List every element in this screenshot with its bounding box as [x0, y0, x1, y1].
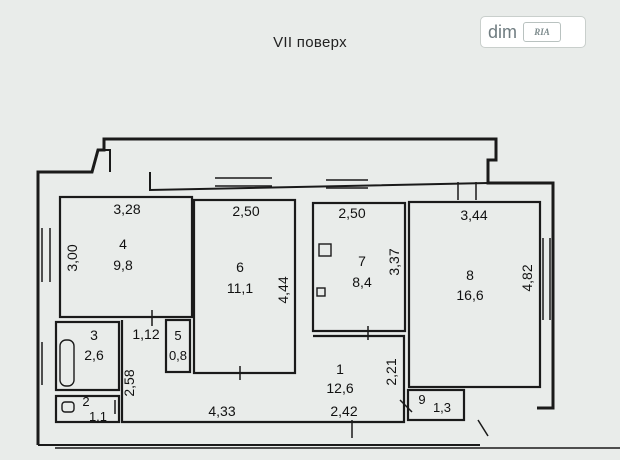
- toilet-icon: [61, 401, 75, 413]
- dim-room-4-height: 3,00: [64, 244, 80, 271]
- room-9-outline: [406, 388, 466, 422]
- dimension-labels: 3,28 2,50 2,50 3,44 3,00 4,44 3,37 4,82 …: [64, 201, 535, 419]
- dim-room-1-width: 2,42: [330, 403, 357, 419]
- room-8-outline: [407, 200, 542, 389]
- room-4-number: 4: [119, 236, 127, 252]
- room-6-number: 6: [236, 259, 244, 275]
- logo-badge: RIA: [523, 22, 562, 42]
- room-5-outline: [164, 318, 192, 374]
- room-2-number: 2: [82, 394, 89, 409]
- room-9-area: 1,3: [433, 400, 451, 415]
- room-2-area: 1,1: [89, 409, 107, 424]
- fixtures: [59, 243, 332, 413]
- room-3-area: 2,6: [84, 347, 104, 363]
- room-1-outline: [120, 320, 406, 424]
- room-8-number: 8: [466, 267, 474, 283]
- floor-title: VII поверх: [273, 34, 347, 51]
- dim-room-6-width: 2,50: [232, 203, 259, 219]
- room-9-number: 9: [418, 392, 425, 407]
- dim-room-7-height: 3,37: [386, 248, 402, 275]
- bathtub-icon: [59, 339, 75, 387]
- outer-walls: [36, 137, 620, 449]
- dim-room-8-height: 4,82: [519, 264, 535, 291]
- room-labels: 4 9,8 6 11,1 7 8,4 8 16,6 3 2,6 5 0,8 1 …: [82, 236, 483, 424]
- logo-text: dim: [488, 21, 518, 42]
- dim-hall-height: 2,58: [121, 369, 137, 396]
- windows: [41, 177, 551, 385]
- dim-room-7-width: 2,50: [338, 205, 365, 221]
- dim-room-4-width: 3,28: [113, 201, 140, 217]
- room-5-area: 0,8: [169, 348, 187, 363]
- room-3-number: 3: [90, 327, 98, 343]
- dim-room-1-height: 2,21: [383, 358, 399, 385]
- room-2-outline: [54, 394, 121, 424]
- room-6-outline: [192, 198, 297, 375]
- dim-room-6-height: 4,44: [275, 276, 291, 303]
- room-1-area: 12,6: [326, 380, 353, 396]
- dim-hall-width: 1,12: [132, 326, 159, 342]
- room-7-number: 7: [358, 253, 366, 269]
- room-4-area: 9,8: [113, 257, 133, 273]
- room-4-outline: [58, 195, 194, 319]
- room-3-outline: [54, 320, 121, 392]
- room-8-area: 16,6: [456, 287, 483, 303]
- dim-room-8-width: 3,44: [460, 207, 487, 223]
- dim-corridor-length: 4,33: [208, 403, 235, 419]
- room-1-number: 1: [336, 361, 344, 377]
- sink-icon: [316, 287, 326, 297]
- room-6-area: 11,1: [227, 280, 253, 296]
- room-5-number: 5: [174, 328, 181, 343]
- dim-ria-logo: dim RIA: [480, 16, 586, 48]
- room-walls: [54, 195, 542, 424]
- door-marks: [114, 310, 489, 438]
- stove-icon: [318, 243, 332, 257]
- room-7-area: 8,4: [352, 274, 372, 290]
- room-7-outline: [311, 201, 407, 333]
